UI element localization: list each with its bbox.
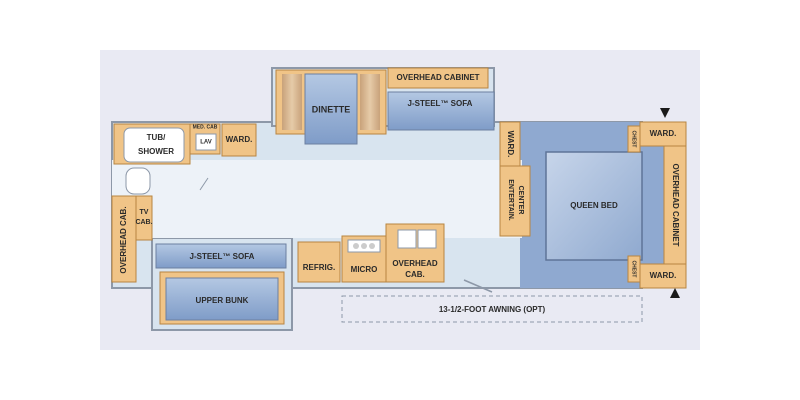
overhead-cabinet-top-label: OVERHEAD CABINET — [396, 73, 479, 82]
lav-label: LAV — [200, 140, 212, 146]
sofa-bottom-label: J-STEEL™ SOFA — [190, 252, 255, 261]
sofa-top: J-STEEL™ SOFA — [387, 91, 495, 131]
ward-front-bottom-label: WARD. — [650, 271, 677, 280]
overhead-cab-rear-label: OVERHEAD CAB. — [119, 206, 128, 273]
toilet — [125, 167, 151, 195]
overhead-cabinet-top — [387, 67, 489, 89]
front-cabinets: WARD. WARD. OVERHEAD CABINET — [639, 121, 687, 289]
dinette: DINETTE — [275, 69, 387, 145]
tub-shower-label-1: TUB/ — [147, 133, 166, 142]
overhead-cabinet-front-label: OVERHEAD CABINET — [671, 163, 680, 246]
entertainment-area: WARD. ENTERTAIN. CENTER — [499, 121, 531, 237]
micro-label: MICRO — [351, 265, 378, 274]
tub-shower-label-2: SHOWER — [138, 147, 174, 156]
chest-top-label: CHEST — [631, 131, 637, 148]
sofa-bottom: J-STEEL™ SOFA UPPER BUNK — [155, 243, 287, 325]
ward-front-top-label: WARD. — [650, 129, 677, 138]
med-cab-label: MED. CAB — [193, 124, 218, 130]
bathroom: TUB/ SHOWER MED. CAB LAV WARD. — [113, 123, 257, 195]
slideout-marker-top — [660, 108, 670, 118]
entry-door — [463, 279, 493, 293]
upper-bunk-label: UPPER BUNK — [196, 296, 249, 305]
overhead-cab-kitchen-label-2: CAB. — [405, 270, 425, 279]
ward-mid-label: WARD. — [506, 131, 515, 158]
ward-bath-label: WARD. — [226, 135, 253, 144]
slideout-marker-bottom — [670, 288, 680, 298]
awning-outline — [341, 295, 643, 323]
dinette-label: DINETTE — [312, 104, 351, 114]
chest-bottom-label: CHEST — [631, 261, 637, 278]
sofa-top-label: J-STEEL™ SOFA — [408, 99, 473, 108]
rear-cabinets: OVERHEAD CAB. TV CAB. — [111, 195, 153, 283]
entertain-label-1: ENTERTAIN. — [507, 179, 514, 221]
tv-cab-label-1: TV — [140, 209, 149, 216]
overhead-cab-kitchen-label-1: OVERHEAD — [392, 259, 438, 268]
refrig-label: REFRIG. — [303, 263, 335, 272]
tv-cab-label-2: CAB. — [135, 219, 152, 226]
awning-label: 13-1/2-FOOT AWNING (OPT) — [439, 305, 546, 314]
sink — [397, 229, 417, 249]
entertain-label-2: CENTER — [517, 186, 524, 215]
queen-bed-label: QUEEN BED — [570, 201, 618, 210]
kitchen: REFRIG. MICRO OVERHEAD CAB. — [297, 223, 445, 283]
